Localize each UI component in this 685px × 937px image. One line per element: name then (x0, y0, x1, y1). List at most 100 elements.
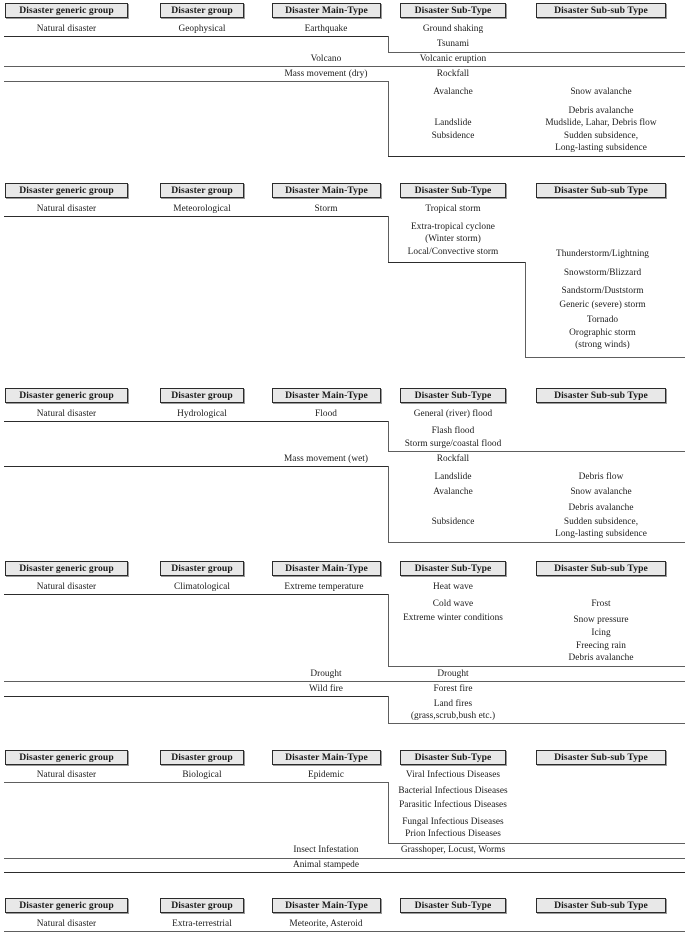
cell-group: Biological (182, 770, 222, 780)
cell-sub-type: Tropical storm (425, 204, 481, 214)
connector (388, 466, 389, 542)
cell-sub-type: General (river) flood (413, 409, 493, 419)
cell-sub-type: Rockfall (436, 454, 470, 464)
column-header-sub-sub-type: Disaster Sub-sub Type (536, 3, 666, 18)
connector (525, 262, 526, 357)
rule (4, 872, 685, 873)
column-header-main-type: Disaster Main-Type (272, 750, 381, 765)
cell-sub-sub-type: Frost (591, 599, 611, 609)
connector (388, 216, 389, 262)
cell-generic-group: Natural disaster (36, 919, 97, 929)
cell-main-type: Storm (314, 204, 338, 214)
rule (4, 931, 685, 932)
column-header-sub-sub-type: Disaster Sub-sub Type (536, 561, 666, 576)
cell-sub-sub-type: Orographic storm (569, 328, 636, 338)
column-header-generic-group: Disaster generic group (5, 561, 128, 576)
cell-sub-sub-type: (strong winds) (575, 340, 630, 350)
rule (4, 696, 388, 697)
cell-sub-type: Land fires (433, 699, 473, 709)
column-header-sub-sub-type: Disaster Sub-sub Type (536, 183, 666, 198)
cell-main-type: Extreme temperature (284, 582, 364, 592)
rule (4, 421, 388, 422)
cell-group: Meteorological (173, 204, 231, 214)
column-header-generic-group: Disaster generic group (5, 750, 128, 765)
rule (4, 782, 388, 783)
cell-sub-type: Parasitic Infectious Diseases (399, 800, 507, 810)
cell-sub-sub-type: Long-lasting subsidence (555, 143, 647, 153)
cell-sub-type: Drought (437, 669, 469, 679)
cell-main-type: Wild fire (309, 684, 343, 694)
cell-generic-group: Natural disaster (36, 204, 97, 214)
rule (388, 262, 525, 263)
rule (4, 858, 685, 859)
column-header-main-type: Disaster Main-Type (272, 561, 381, 576)
cell-main-type: Epidemic (307, 770, 345, 780)
column-header-sub-type: Disaster Sub-Type (400, 183, 506, 198)
rule (388, 843, 685, 844)
cell-sub-type: Landslide (434, 472, 472, 482)
cell-sub-type: Forest fire (433, 684, 473, 694)
cell-group: Hydrological (177, 409, 227, 419)
cell-sub-type: Heat wave (433, 582, 473, 592)
cell-group: Climatological (174, 582, 230, 592)
cell-main-type: Mass movement (dry) (284, 69, 368, 79)
cell-group: Geophysical (178, 24, 226, 34)
column-header-sub-type: Disaster Sub-Type (400, 3, 506, 18)
cell-generic-group: Natural disaster (36, 409, 97, 419)
cell-main-type: Earthquake (304, 24, 348, 34)
cell-sub-sub-type: Long-lasting subsidence (555, 529, 647, 539)
cell-sub-type: Avalanche (433, 87, 473, 97)
cell-sub-type: Local/Convective storm (407, 247, 499, 257)
column-header-sub-sub-type: Disaster Sub-sub Type (536, 898, 666, 913)
rule (4, 81, 388, 82)
rule (4, 66, 685, 67)
connector (388, 36, 389, 52)
column-header-main-type: Disaster Main-Type (272, 3, 381, 18)
cell-sub-type: Tsunami (436, 39, 470, 49)
cell-sub-type: Flash flood (431, 426, 475, 436)
cell-sub-sub-type: Tornado (586, 315, 619, 325)
rule (388, 156, 685, 157)
cell-sub-type: Grasshoper, Locust, Worms (400, 845, 506, 855)
rule (388, 52, 685, 53)
cell-sub-sub-type: Snow pressure (573, 615, 629, 625)
cell-sub-type: Viral Infectious Diseases (405, 770, 501, 780)
cell-sub-type: Rockfall (436, 69, 470, 79)
rule (4, 681, 685, 682)
rule (4, 466, 388, 467)
cell-sub-sub-type: Debris avalanche (568, 653, 634, 663)
cell-sub-type: Volcanic eruption (419, 54, 487, 64)
column-header-generic-group: Disaster generic group (5, 898, 128, 913)
cell-sub-sub-type: Sandstorm/Duststorm (561, 286, 644, 296)
column-header-sub-sub-type: Disaster Sub-sub Type (536, 750, 666, 765)
cell-sub-sub-type: Debris flow (578, 472, 624, 482)
column-header-group: Disaster group (160, 388, 244, 403)
cell-sub-type: Bacterial Infectious Diseases (398, 786, 508, 796)
connector (388, 696, 389, 723)
cell-sub-sub-type: Snow avalanche (570, 487, 632, 497)
rule (4, 216, 388, 217)
cell-sub-sub-type: Sudden subsidence, (563, 517, 639, 527)
cell-main-type: Meteorite, Asteroid (289, 919, 363, 929)
rule (525, 357, 685, 358)
cell-sub-type: Avalanche (433, 487, 473, 497)
cell-sub-sub-type: Freecing rain (576, 641, 626, 651)
cell-generic-group: Natural disaster (36, 24, 97, 34)
cell-sub-type: Extreme winter conditions (403, 613, 503, 623)
column-header-group: Disaster group (160, 183, 244, 198)
cell-sub-type: (grass,scrub,bush etc.) (410, 711, 496, 721)
column-header-sub-type: Disaster Sub-Type (400, 898, 506, 913)
cell-generic-group: Natural disaster (36, 770, 97, 780)
rule (388, 723, 685, 724)
rule (4, 36, 388, 37)
cell-sub-type: Extra-tropical cyclone (411, 222, 495, 232)
column-header-main-type: Disaster Main-Type (272, 388, 381, 403)
connector (388, 782, 389, 843)
cell-sub-type: Subsidence (431, 131, 475, 141)
rule (388, 666, 685, 667)
connector (388, 594, 389, 666)
cell-sub-type: Landslide (434, 118, 472, 128)
column-header-sub-type: Disaster Sub-Type (400, 561, 506, 576)
cell-main-type: Insect Infestation (293, 845, 359, 855)
